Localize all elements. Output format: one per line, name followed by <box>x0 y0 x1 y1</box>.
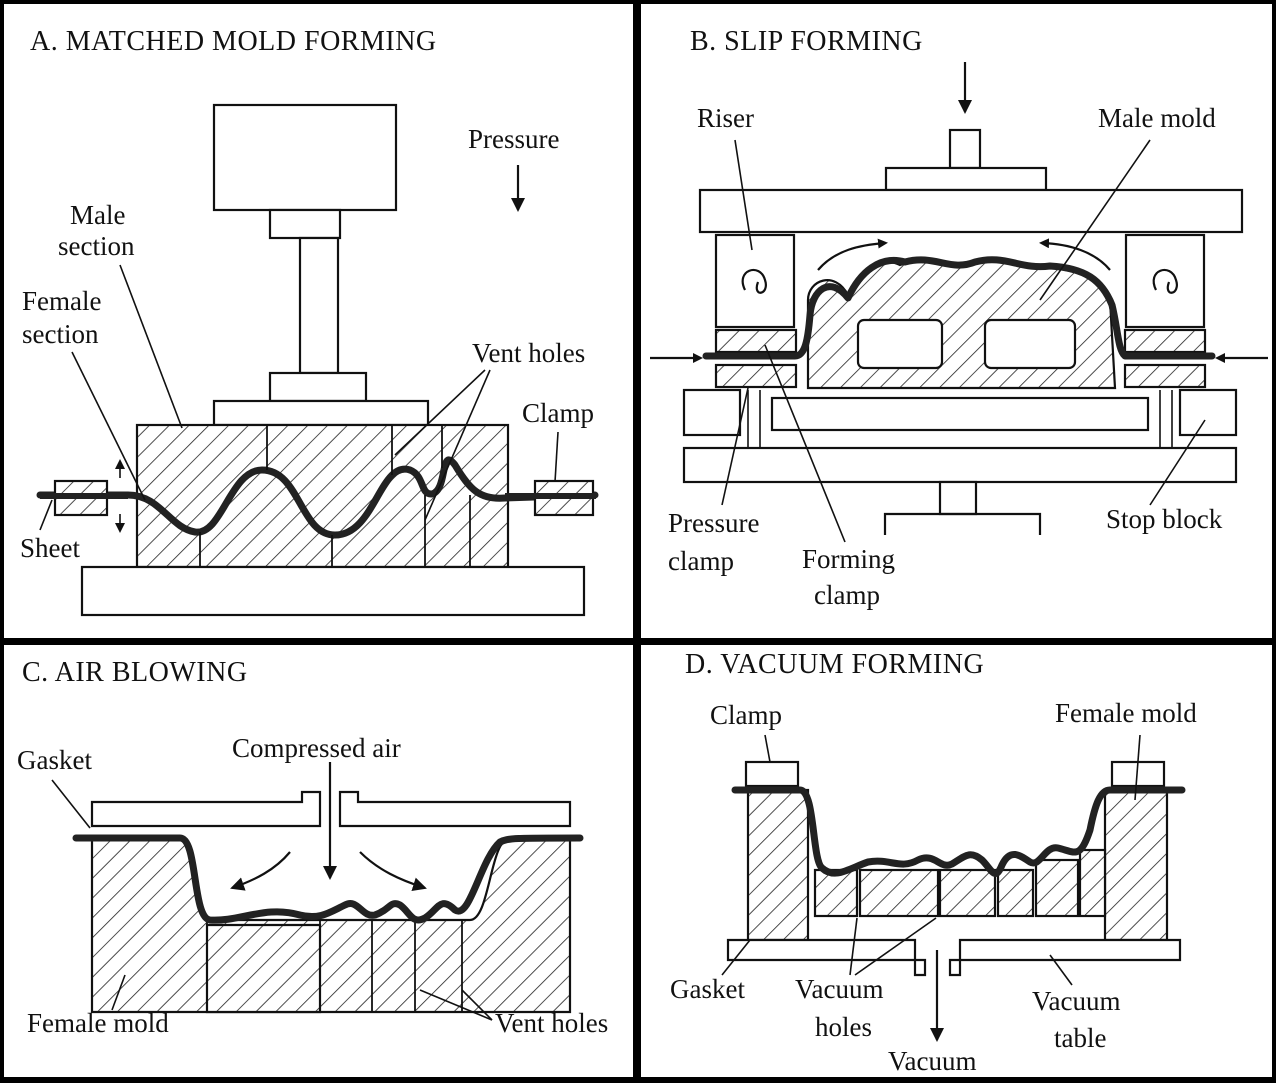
label-gasket-d: Gasket <box>670 974 745 1004</box>
label-female-1: Female <box>22 286 101 316</box>
press-head <box>212 103 398 212</box>
label-vacuum: Vacuum <box>888 1046 976 1076</box>
label-male-mold: Male mold <box>1098 103 1216 133</box>
mold-cavity-right <box>983 318 1077 370</box>
b-bottom-platen <box>682 446 1238 484</box>
label-sheet: Sheet <box>20 533 80 563</box>
b-ram-plate <box>884 166 1048 192</box>
b-left-block <box>682 388 742 437</box>
b-ram <box>948 128 982 170</box>
panel-matched-mold-forming: A. MATCHED MOLD FORMING Pressure <box>20 26 599 617</box>
b-sheet <box>702 256 1216 360</box>
b-stem <box>938 480 978 516</box>
label-vent-holes-c: Vent holes <box>495 1008 608 1038</box>
label-female-mold-d: Female mold <box>1055 698 1197 728</box>
label-pressure: Pressure <box>468 124 559 154</box>
spring-left-icon <box>741 269 767 294</box>
air-cover-left <box>90 790 322 828</box>
d-wall-right <box>1103 788 1169 942</box>
mold-body <box>135 423 510 569</box>
press-foot <box>268 371 368 403</box>
b-top-platen <box>698 188 1244 234</box>
label-male-2: section <box>58 231 135 261</box>
d-sheet <box>731 786 1186 878</box>
label-pressure-clamp-2: clamp <box>668 546 734 576</box>
label-vacuum-holes-2: holes <box>815 1012 872 1042</box>
forming-clamp-right <box>1123 328 1207 354</box>
label-vacuum-table-1: Vacuum <box>1032 986 1120 1016</box>
panel-slip-forming: B. SLIP FORMING <box>650 26 1268 610</box>
pressure-clamp-left <box>714 363 798 389</box>
d-clamp-left <box>744 760 800 788</box>
panel-air-blowing: C. AIR BLOWING Gasket Compressed air Fem… <box>17 657 608 1038</box>
label-vacuum-holes-1: Vacuum <box>795 974 883 1004</box>
vacuum-table-left <box>726 938 927 977</box>
air-cover-right <box>338 790 572 828</box>
plastic-sheet <box>36 456 599 539</box>
label-female-mold-c: Female mold <box>27 1008 169 1038</box>
panel-b-title: B. SLIP FORMING <box>690 26 923 57</box>
vacuum-table-right <box>948 938 1182 977</box>
label-female-2: section <box>22 319 99 349</box>
panel-vacuum-forming: D. VACUUM FORMING Clamp Female mold Gask… <box>670 649 1197 1076</box>
label-stop-block: Stop block <box>1106 504 1223 534</box>
label-male-1: Male <box>70 200 125 230</box>
label-forming-clamp-2: clamp <box>814 580 880 610</box>
label-clamp-a: Clamp <box>522 398 594 428</box>
press-platen <box>212 399 430 427</box>
panel-a-title: A. MATCHED MOLD FORMING <box>30 26 437 57</box>
stop-block-right <box>1178 388 1238 437</box>
label-riser: Riser <box>697 103 754 133</box>
pressure-clamp-right <box>1123 363 1207 389</box>
label-vacuum-table-2: table <box>1054 1023 1106 1053</box>
spring-right-icon <box>1152 269 1178 294</box>
mold-base <box>80 565 586 617</box>
press-ram <box>298 236 340 375</box>
mold-cavity-left <box>856 318 944 370</box>
press-neck <box>268 208 342 240</box>
d-wall-left <box>746 788 810 942</box>
label-clamp-d: Clamp <box>710 700 782 730</box>
label-forming-clamp-1: Forming <box>802 544 895 574</box>
c-sheet <box>72 834 584 924</box>
forming-clamp-left <box>714 328 798 354</box>
riser-left <box>714 233 796 329</box>
panel-c-title: C. AIR BLOWING <box>22 657 248 688</box>
label-pressure-clamp-1: Pressure <box>668 508 759 538</box>
b-lower-channel <box>770 396 1150 432</box>
label-vent-holes-a: Vent holes <box>472 338 585 368</box>
panel-d-title: D. VACUUM FORMING <box>685 649 984 680</box>
label-gasket-c: Gasket <box>17 745 92 775</box>
riser-right <box>1124 233 1206 329</box>
label-compressed-air: Compressed air <box>232 733 401 763</box>
